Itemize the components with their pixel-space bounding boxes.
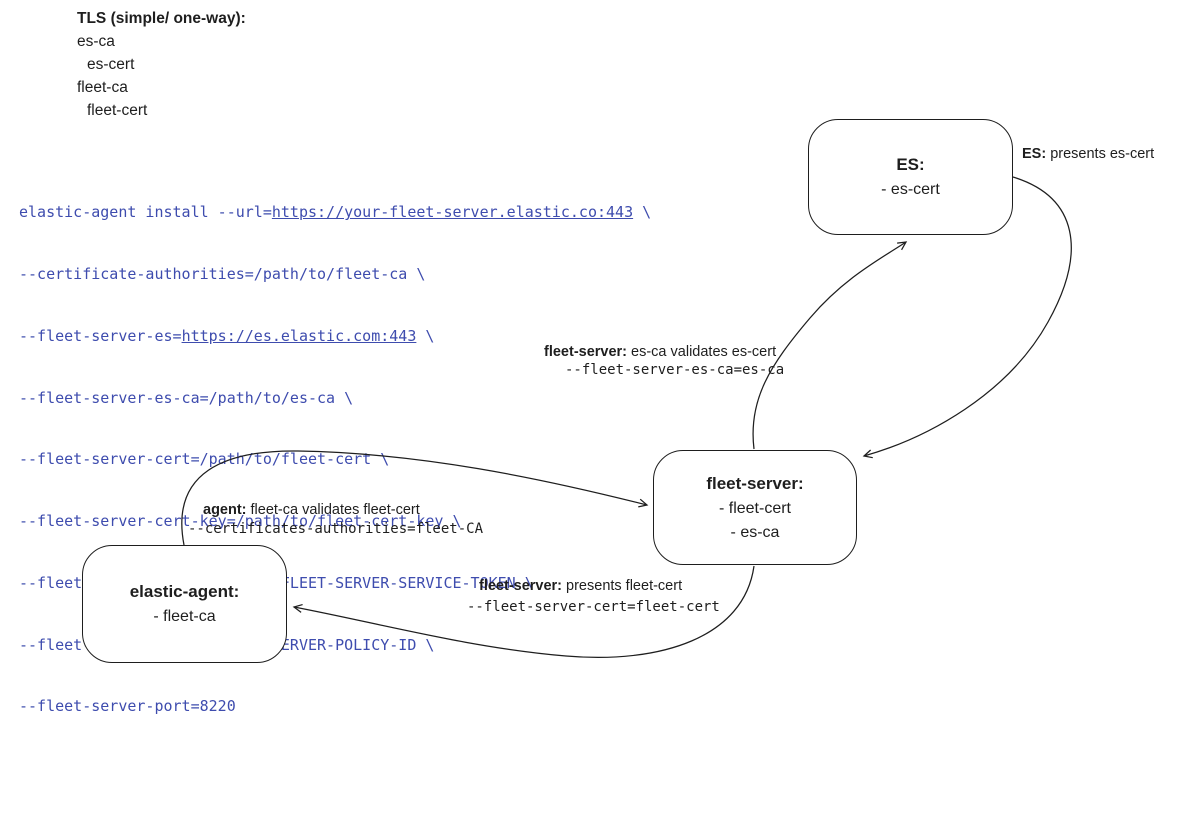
node-elastic-agent-item: - fleet-ca [153,608,216,625]
label-fleet-server-presents-fleet-cert: fleet-server: presents fleet-cert [479,578,682,594]
fleet-server-url-link[interactable]: https://your-fleet-server.elastic.co:443 [271,203,634,222]
command-line: elastic-agent install --url=https://your… [19,202,651,223]
node-fleet-server-item: - fleet-cert [718,499,791,517]
node-es-title: ES: [896,155,925,174]
command-text: elastic-agent install --url= [19,203,272,222]
node-elastic-agent-title: elastic-agent: [129,582,240,601]
legend-item-es-ca: es-ca [77,33,115,50]
label-agent-validates-fleet-cert: agent: fleet-ca validates fleet-cert [203,502,420,518]
command-text: --fleet-server-es= [19,326,182,345]
label-text: es-ca validates es-cert [627,344,777,360]
label-bold: ES: [1022,146,1047,162]
command-line: --fleet-server-es=https://es.elastic.com… [19,326,651,347]
command-line: --fleet-server-cert=/path/to/fleet-cert … [19,450,390,469]
legend-item-es-cert: es-cert [87,56,135,73]
label-fleet-server-validates-es-cert: fleet-server: es-ca validates es-cert [544,344,776,360]
node-fleet-server-title: fleet-server: [706,473,804,493]
label-text: presents es-cert [1046,146,1155,162]
label-fleet-server-es-ca-flag: --fleet-server-es-ca=es-ca [565,362,785,378]
label-bold: fleet-server: [479,578,563,594]
command-text: \ [633,203,652,222]
command-text: \ [416,326,435,345]
label-certificates-authorities-flag: --certificates-authorities=fleet-CA [188,521,484,537]
install-command-block: elastic-agent install --url=https://your… [19,161,651,758]
node-elastic-agent: elastic-agent: - fleet-ca [82,545,287,663]
label-text: presents fleet-cert [562,578,683,594]
label-fleet-server-cert-flag: --fleet-server-cert=fleet-cert [467,599,720,615]
es-url-link[interactable]: https://es.elastic.com:443 [181,326,417,345]
legend-item-fleet-ca: fleet-ca [77,79,128,96]
cert-legend: TLS (simple/ one-way): es-ca es-cert fle… [77,7,246,122]
command-line: --certificate-authorities=/path/to/fleet… [19,264,426,283]
node-fleet-server: fleet-server: - fleet-cert - es-ca [653,450,857,565]
label-bold: fleet-server: [544,344,628,360]
legend-item-fleet-cert: fleet-cert [87,102,148,119]
node-fleet-server-item: - es-ca [730,523,780,541]
legend-title: TLS (simple/ one-way): [77,10,246,27]
label-text: fleet-ca validates fleet-cert [246,502,420,518]
node-es-item: - es-cert [881,181,940,198]
command-line: --fleet-server-es-ca=/path/to/es-ca \ [19,388,354,407]
label-es-presents-es-cert: ES: presents es-cert [1022,146,1154,162]
command-line: --fleet-server-port=8220 [19,697,236,716]
node-es: ES: - es-cert [808,119,1013,235]
label-bold: agent: [203,502,247,518]
